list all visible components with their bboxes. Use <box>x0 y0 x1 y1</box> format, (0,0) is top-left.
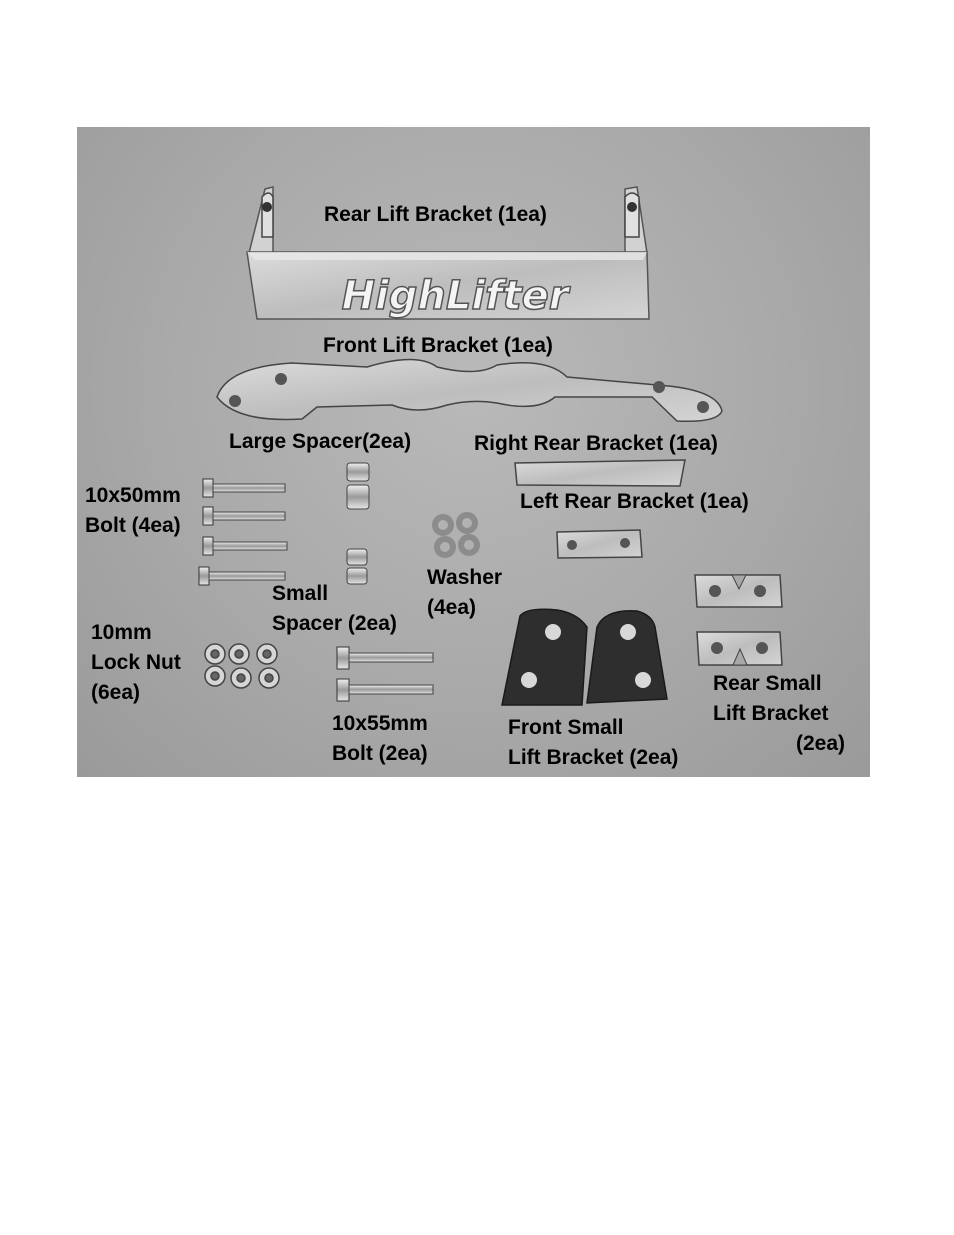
small-spacer-qty-label: Spacer (2ea) <box>272 609 397 639</box>
left-rear-bracket-label: Left Rear Bracket (1ea) <box>520 487 749 517</box>
small-spacers <box>347 549 367 584</box>
bolt-10x55-size-label: 10x55mm <box>332 709 428 739</box>
small-spacer-label: Small <box>272 579 328 609</box>
lock-nut-label: Lock Nut <box>91 648 181 678</box>
front-lift-bracket-label: Front Lift Bracket (1ea) <box>323 331 553 361</box>
lock-nut-size-label: 10mm <box>91 618 152 648</box>
right-rear-bracket <box>515 460 685 486</box>
bolts-10x50 <box>199 479 287 585</box>
front-small-lift-bracket-label: Front Small <box>508 713 624 743</box>
bolt-10x50-size-label: 10x50mm <box>85 481 181 511</box>
front-small-lift-bracket-qty-label: Lift Bracket (2ea) <box>508 743 678 773</box>
right-rear-bracket-label: Right Rear Bracket (1ea) <box>474 429 718 459</box>
bolt-10x55-qty-label: Bolt (2ea) <box>332 739 428 769</box>
rear-small-lift-bracket-label: Rear Small <box>713 669 822 699</box>
rear-small-lift-bracket-label-2: Lift Bracket <box>713 699 829 729</box>
washer-label: Washer <box>427 563 502 593</box>
rear-lift-bracket-label: Rear Lift Bracket (1ea) <box>324 200 547 230</box>
large-spacers <box>347 463 369 509</box>
lock-nut-qty-label: (6ea) <box>91 678 140 708</box>
front-small-lift-brackets <box>502 609 667 705</box>
washers <box>435 515 477 555</box>
left-rear-bracket <box>557 530 642 558</box>
rear-small-lift-brackets <box>695 575 782 665</box>
bolt-10x50-qty-label: Bolt (4ea) <box>85 511 181 541</box>
washer-qty-label: (4ea) <box>427 593 476 623</box>
front-lift-bracket <box>217 360 722 422</box>
rear-small-lift-bracket-qty-label: (2ea) <box>796 729 845 759</box>
large-spacer-label: Large Spacer(2ea) <box>229 427 411 457</box>
lock-nuts <box>205 644 279 688</box>
highlifter-logo: HighLifter <box>342 273 571 319</box>
parts-photo: HighLifter <box>77 127 870 777</box>
bolts-10x55 <box>337 647 433 701</box>
